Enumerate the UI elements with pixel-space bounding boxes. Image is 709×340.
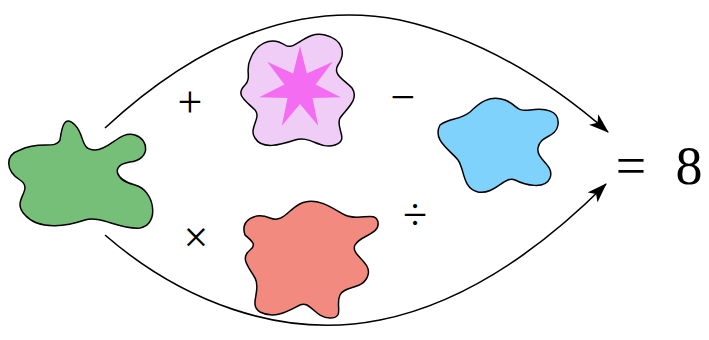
operator-sign: × (184, 216, 209, 260)
flow-arrow (105, 184, 606, 325)
operator-sign: − (391, 76, 416, 120)
equals-sign: = (616, 139, 646, 193)
blue-blob (438, 98, 558, 192)
operator-sign: + (178, 81, 203, 125)
red-blob (244, 201, 378, 318)
star-shape (259, 46, 341, 126)
green-blob (9, 121, 153, 228)
pink-blob (241, 34, 354, 146)
operator-sign: ÷ (403, 193, 427, 237)
result-number: 8 (676, 139, 703, 193)
